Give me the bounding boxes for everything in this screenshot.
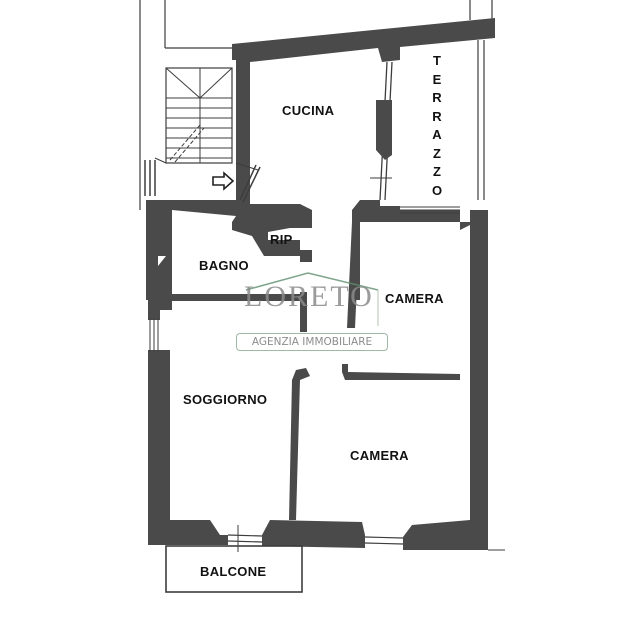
terrazzo-letter: O	[431, 182, 443, 198]
room-label-terrazzo: T E R R A Z Z O	[430, 52, 444, 200]
agency-watermark: LORETO AGENZIA IMMOBILIARE	[236, 272, 388, 354]
terrazzo-letter: Z	[433, 145, 441, 161]
logo-tagline: AGENZIA IMMOBILIARE	[236, 333, 388, 351]
terrazzo-letter: R	[432, 90, 442, 105]
left-window	[149, 318, 159, 352]
mid-wall-right	[352, 200, 488, 520]
room-label-camera-1: CAMERA	[385, 291, 444, 306]
room-label-cucina: CUCINA	[282, 103, 335, 118]
balcony-outline	[165, 545, 303, 593]
camera-divider-wall	[342, 364, 460, 380]
terrazzo-letter: A	[432, 127, 442, 142]
top-wall	[232, 18, 495, 210]
small-pillar	[300, 292, 307, 332]
left-wall-lower	[148, 350, 170, 540]
bottom-wall-mid	[262, 520, 365, 548]
upper-courtyard-outline	[139, 0, 493, 210]
landing	[144, 157, 261, 203]
logo-brand-text: LORETO	[244, 280, 374, 313]
entrance-arrow-icon	[212, 171, 235, 191]
room-label-bagno: BAGNO	[199, 258, 249, 273]
bottom-wall-right	[403, 520, 488, 550]
logo-roof-icon	[245, 272, 379, 326]
camera-left-wall	[347, 222, 360, 328]
terrazzo-letter: Z	[433, 164, 441, 179]
room-label-rip: RIP	[270, 232, 293, 247]
bagno-soggiorno-wall	[172, 294, 307, 301]
kitchen-terrace-partition	[370, 40, 485, 201]
soggiorno-camera-wall	[289, 368, 310, 520]
left-wall-notch	[158, 256, 166, 266]
room-label-camera-2: CAMERA	[350, 448, 409, 463]
camera-window-top	[400, 206, 460, 214]
mid-wall-upper	[146, 200, 312, 300]
terrazzo-letter: R	[432, 108, 442, 124]
bottom-wall	[148, 520, 228, 545]
room-label-balcone: BALCONE	[200, 564, 267, 579]
terrazzo-letter: T	[433, 53, 441, 68]
staircase	[165, 67, 233, 164]
terrazzo-letter: E	[432, 71, 442, 87]
bottom-windows	[227, 525, 505, 552]
room-label-soggiorno: SOGGIORNO	[183, 392, 268, 407]
